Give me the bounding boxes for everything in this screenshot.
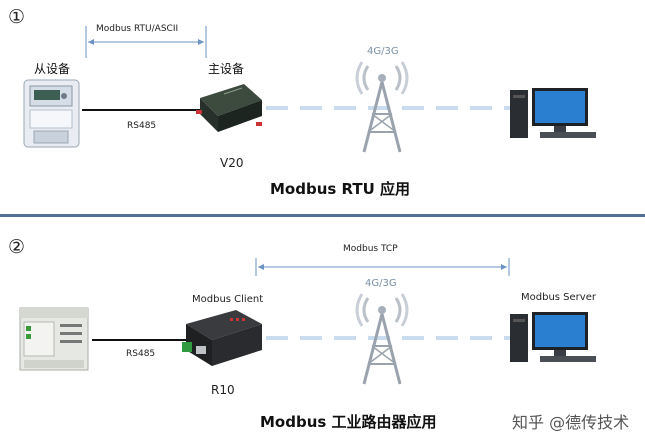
router-r10-icon [182, 310, 262, 366]
network-label-2: 4G/3G [365, 278, 397, 289]
protocol-label-2: Modbus TCP [343, 244, 398, 254]
rs485-line-1 [82, 109, 202, 111]
section1-title: Modbus RTU 应用 [270, 180, 411, 198]
rs485-label-2: RS485 [126, 349, 156, 359]
rs485-line-2 [92, 339, 186, 341]
protocol-span-arrow-1 [85, 26, 207, 58]
master-device-v20-icon [196, 84, 262, 132]
computer-icon-1 [510, 88, 596, 138]
watermark-text: 知乎 @德传技术 [512, 413, 630, 432]
protocol-label-1: Modbus RTU/ASCII [96, 24, 179, 34]
section2-title: Modbus 工业路由器应用 [260, 413, 437, 431]
device-model-r10: R10 [211, 383, 235, 397]
network-label-1: 4G/3G [367, 46, 399, 57]
modbus-server-label: Modbus Server [521, 292, 596, 303]
cell-tower-icon-2 [355, 293, 409, 385]
plc-module-icon [19, 307, 89, 371]
modbus-client-label: Modbus Client [192, 294, 264, 305]
cell-tower-icon-1 [355, 61, 409, 153]
computer-icon-2 [510, 312, 596, 362]
section1-number: ① [8, 6, 26, 28]
slave-device-label: 从设备 [34, 62, 71, 76]
protocol-span-arrow-2 [255, 258, 510, 276]
master-device-label: 主设备 [208, 62, 245, 76]
device-model-v20: V20 [220, 156, 244, 170]
rs485-label-1: RS485 [127, 121, 157, 131]
energy-meter-icon [23, 79, 80, 148]
section-divider [0, 214, 645, 217]
section2-number: ② [8, 236, 26, 258]
